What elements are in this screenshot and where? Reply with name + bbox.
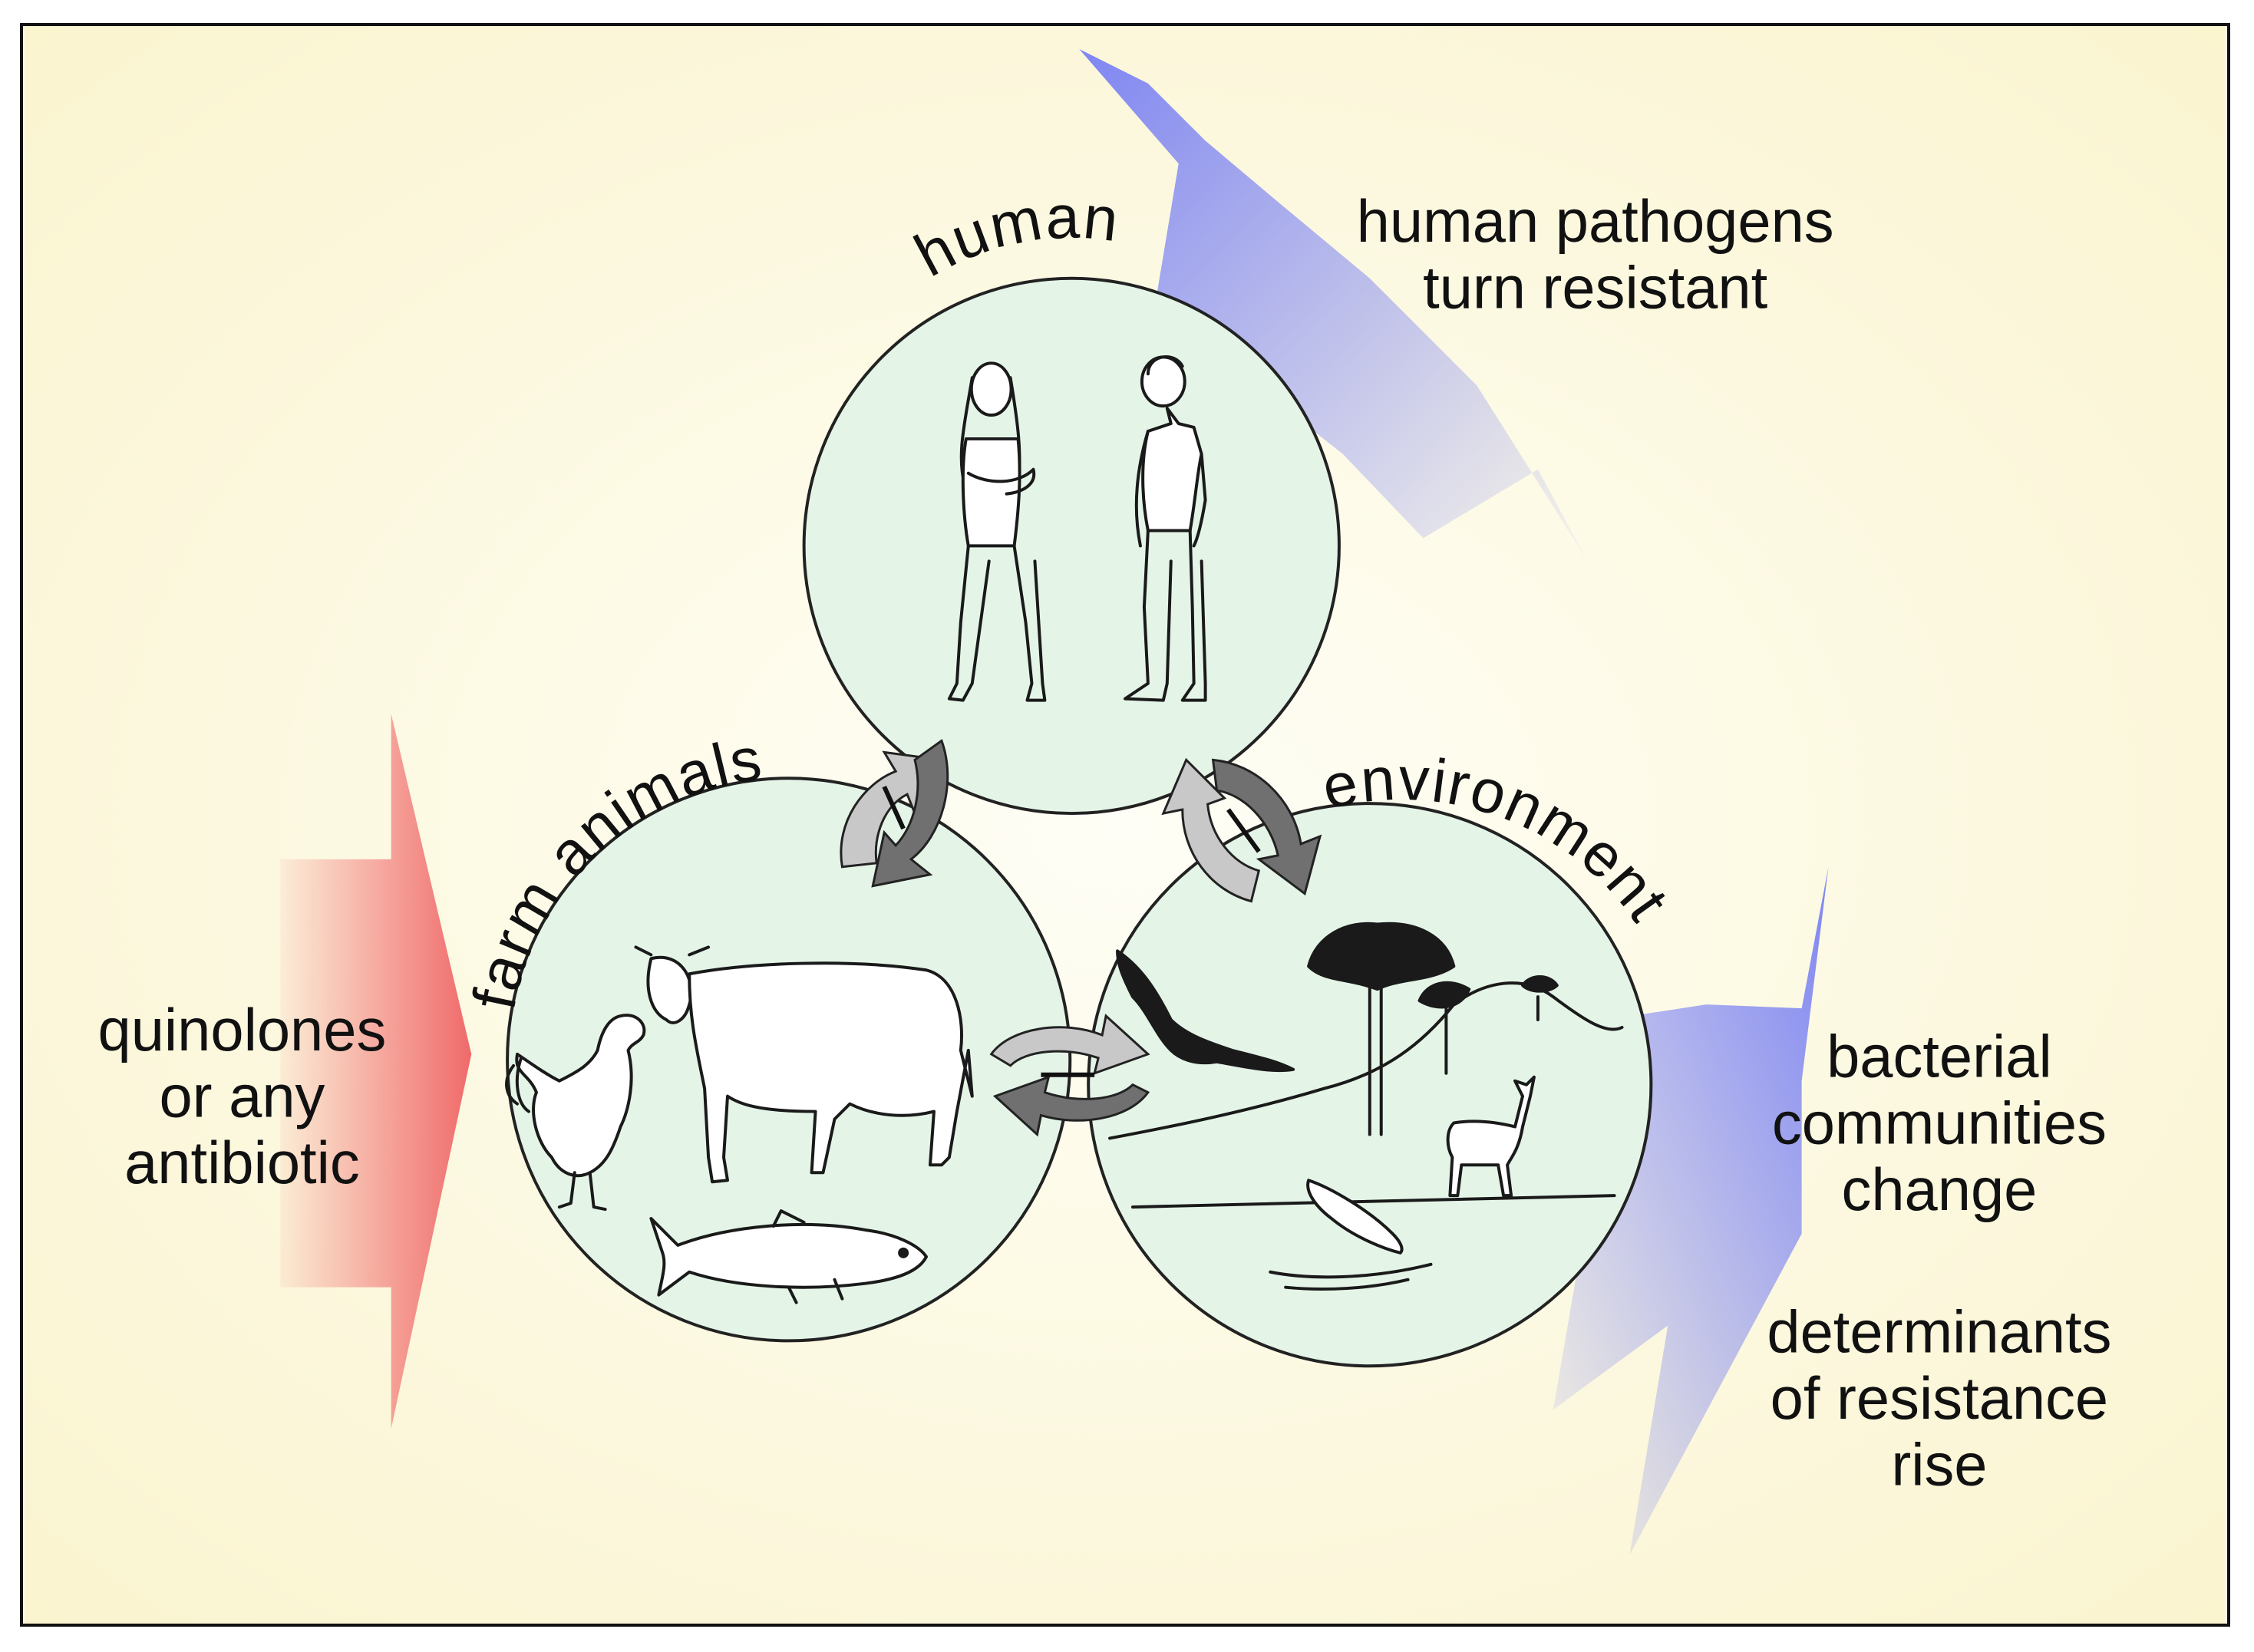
human-circle bbox=[802, 276, 1341, 816]
resistance-determinants-label: determinants of resistance rise bbox=[1767, 1299, 2111, 1498]
bacterial-communities-label: bacterial communities change bbox=[1772, 1024, 2107, 1223]
rooster-icon bbox=[505, 1014, 646, 1212]
hills-icon bbox=[1108, 981, 1624, 1209]
cow-icon bbox=[634, 945, 974, 1184]
svg-text:antibiotic: antibiotic bbox=[124, 1130, 360, 1196]
human-farm-exchange-arrows bbox=[840, 739, 949, 888]
woman-figure-icon bbox=[947, 361, 1047, 702]
svg-text:rise: rise bbox=[1891, 1433, 1987, 1499]
svg-text:human pathogens: human pathogens bbox=[1357, 189, 1834, 255]
condor-icon bbox=[1116, 949, 1295, 1073]
svg-text:quinolones: quinolones bbox=[98, 997, 387, 1063]
svg-text:change: change bbox=[1841, 1157, 2037, 1223]
input-label: quinolones or any antibiotic bbox=[98, 997, 387, 1196]
leaping-fish-icon bbox=[1269, 1179, 1433, 1291]
deer-icon bbox=[1446, 1075, 1536, 1198]
svg-text:turn resistant: turn resistant bbox=[1423, 256, 1767, 321]
farm-environment-exchange-arrows bbox=[989, 1014, 1150, 1137]
svg-text:communities: communities bbox=[1772, 1090, 2107, 1156]
svg-text:determinants: determinants bbox=[1767, 1299, 2111, 1365]
human-effect-label: human pathogens turn resistant bbox=[1357, 189, 1834, 321]
araucaria-tree-icon bbox=[1307, 922, 1559, 1136]
salmon-icon bbox=[649, 1209, 928, 1304]
human-effect-arrow bbox=[1079, 48, 1588, 562]
svg-text:or any: or any bbox=[159, 1064, 325, 1130]
diagram-frame: human farm animals environment bbox=[20, 23, 2230, 1627]
man-figure-icon bbox=[1124, 355, 1207, 702]
one-health-diagram: human farm animals environment bbox=[24, 26, 2226, 1624]
svg-text:bacterial: bacterial bbox=[1827, 1024, 2052, 1090]
human-environment-exchange-arrows bbox=[1161, 757, 1322, 903]
antibiotic-input-arrow bbox=[280, 714, 472, 1429]
svg-text:of resistance: of resistance bbox=[1771, 1366, 2108, 1432]
